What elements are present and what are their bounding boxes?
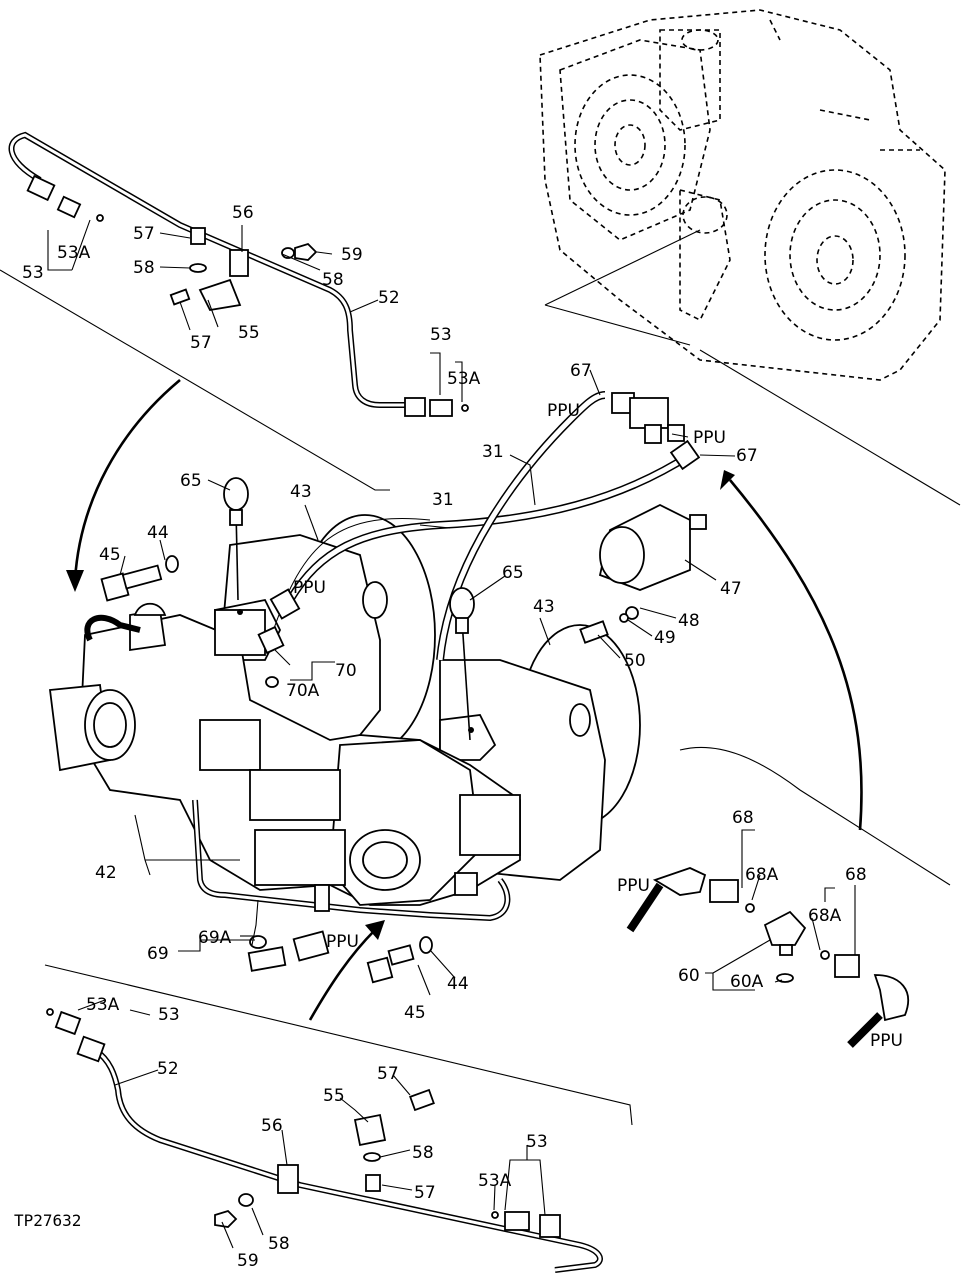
label-69: 69 xyxy=(147,944,169,964)
hoses-31 xyxy=(257,391,701,661)
label-58-bottom: 58 xyxy=(268,1234,290,1254)
label-53a-top: 53A xyxy=(57,243,91,263)
label-31-mid: 31 xyxy=(432,490,454,510)
label-68a-right: 68A xyxy=(808,906,842,926)
label-60a: 60A xyxy=(730,972,764,992)
label-68-left: 68 xyxy=(732,808,754,828)
label-45-top: 45 xyxy=(99,545,121,565)
label-52-top: 52 xyxy=(378,288,400,308)
top-tube-assembly xyxy=(0,131,469,491)
figure-id: TP27632 xyxy=(14,1211,81,1230)
label-55-bottom: 55 xyxy=(323,1086,345,1106)
label-57-bottom-top: 57 xyxy=(377,1064,399,1084)
label-ppu-3: PPU xyxy=(293,578,326,598)
label-65-right: 65 xyxy=(502,563,524,583)
label-ppu-1: PPU xyxy=(547,401,580,421)
label-55-top: 55 xyxy=(238,323,260,343)
label-ppu-5: PPU xyxy=(617,876,650,896)
label-48: 48 xyxy=(678,611,700,631)
label-68-right: 68 xyxy=(845,865,867,885)
label-65-left: 65 xyxy=(180,471,202,491)
label-53-bottom-left: 53 xyxy=(158,1005,180,1025)
label-57-top-bottom: 57 xyxy=(190,333,212,353)
gearbox-outline xyxy=(539,9,961,506)
label-44-top: 44 xyxy=(147,523,169,543)
label-31-top: 31 xyxy=(482,442,504,462)
label-53a-top-right: 53A xyxy=(447,369,481,389)
bottom-tube-assembly xyxy=(44,964,633,1273)
label-49: 49 xyxy=(654,628,676,648)
label-58-bottom-right: 58 xyxy=(412,1143,434,1163)
leader-lines xyxy=(47,219,856,1249)
label-58-top-right: 58 xyxy=(322,270,344,290)
label-ppu-4: PPU xyxy=(326,932,359,952)
label-43-right: 43 xyxy=(533,597,555,617)
hydraulic-pump-body xyxy=(48,514,641,922)
label-70: 70 xyxy=(335,661,357,681)
label-53-top: 53 xyxy=(22,263,44,283)
label-59-bottom: 59 xyxy=(237,1251,259,1271)
label-58-top: 58 xyxy=(133,258,155,278)
right-fittings-assembly xyxy=(626,746,951,1048)
label-52-bottom: 52 xyxy=(157,1059,179,1079)
label-68a-left: 68A xyxy=(745,865,779,885)
label-53-top-right: 53 xyxy=(430,325,452,345)
label-56-bottom: 56 xyxy=(261,1116,283,1136)
auxiliary-pump-47 xyxy=(100,477,707,984)
label-43-left: 43 xyxy=(290,482,312,502)
label-67-right: 67 xyxy=(736,446,758,466)
label-60: 60 xyxy=(678,966,700,986)
label-57-bottom: 57 xyxy=(414,1183,436,1203)
assembly-arrows xyxy=(66,379,863,1021)
callout-labels: 56 57 58 59 58 53A 53 57 55 52 53 53A 67… xyxy=(22,203,903,1271)
label-69a: 69A xyxy=(198,928,232,948)
label-50: 50 xyxy=(624,651,646,671)
label-53-bottom-right: 53 xyxy=(526,1132,548,1152)
label-56-top: 56 xyxy=(232,203,254,223)
label-67-top: 67 xyxy=(570,361,592,381)
label-45-bottom: 45 xyxy=(404,1003,426,1023)
label-70a: 70A xyxy=(286,681,320,701)
label-53a-bottom-left: 53A xyxy=(86,995,120,1015)
label-57-top: 57 xyxy=(133,224,155,244)
label-47: 47 xyxy=(720,579,742,599)
label-59-top: 59 xyxy=(341,245,363,265)
label-44-bottom: 44 xyxy=(447,974,469,994)
label-42: 42 xyxy=(95,863,117,883)
label-53a-bottom-right: 53A xyxy=(478,1171,512,1191)
label-ppu-2: PPU xyxy=(693,428,726,448)
label-ppu-6: PPU xyxy=(870,1031,903,1051)
